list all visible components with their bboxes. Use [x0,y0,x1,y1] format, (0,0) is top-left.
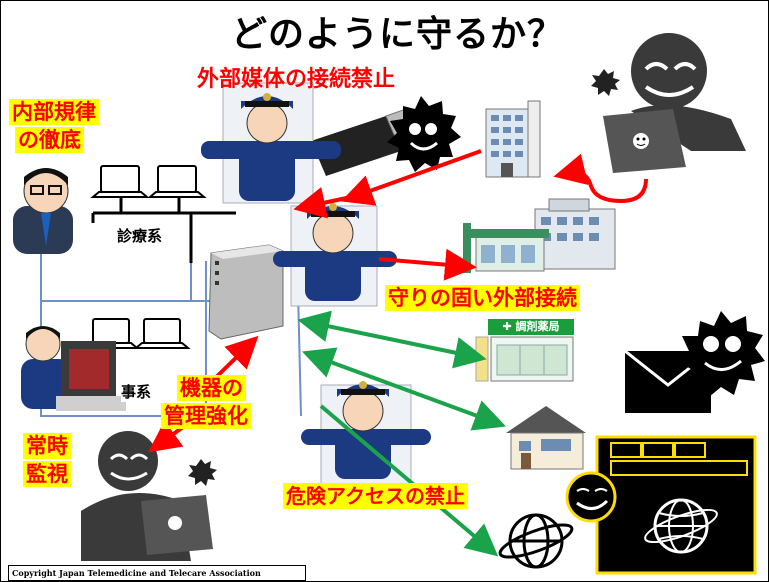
pharmacy-icon [475,336,574,382]
monitoring-label-1: 常時 [23,433,71,459]
device-mgmt-label-1: 機器の [177,375,246,401]
browser-window-icon [595,435,757,575]
arrow-green [301,347,507,431]
evil-face-icon [565,471,617,523]
security-guard-icon [301,381,431,486]
arrow-red [293,187,357,219]
laptop-icon [147,165,207,198]
virus-icon [677,311,765,397]
operator-icon [21,326,126,411]
arrow-green [319,404,499,557]
copyright-notice: Copyright Japan Telemedicine and Telecar… [8,565,306,581]
attack-path [553,153,648,204]
globe-icon [498,513,574,569]
laptop-icon [90,165,150,198]
hacker-icon [81,431,213,561]
security-guard-icon [201,82,341,204]
company-building-icon [485,100,541,178]
hacker-icon [603,33,746,173]
internal-rules-label-2: の徹底 [15,127,84,153]
office-system-label: 事系 [121,381,152,402]
arrow-green [297,310,487,369]
danger-access-label: 危険アクセスの禁止 [283,483,468,509]
pharmacy-sign: ✚ 調剤薬局 [488,319,574,335]
internal-rules-label-1: 内部規律 [9,99,99,125]
virus-icon [591,69,620,96]
staff-person-icon [13,168,73,254]
arrow-red [378,248,477,281]
security-guard-icon [273,203,397,307]
device-mgmt-label-2: 管理強化 [161,403,251,429]
medical-system-label: 診療系 [117,225,163,246]
arrow-red [148,420,185,453]
virus-icon [188,459,217,486]
slide-title: どのように守るか？ [231,14,565,55]
house-icon [506,406,586,470]
external-media-label: 外部媒体の接続禁止 [197,67,396,92]
clinic-building-icon [463,198,616,273]
secure-connection-label: 守りの固い外部接続 [385,285,580,311]
laptop-icon [133,318,191,349]
monitoring-label-2: 監視 [23,461,71,487]
arrow-red [340,149,482,206]
lan-bus [91,198,236,263]
virus-icon [387,96,461,172]
router-icon [208,244,284,340]
